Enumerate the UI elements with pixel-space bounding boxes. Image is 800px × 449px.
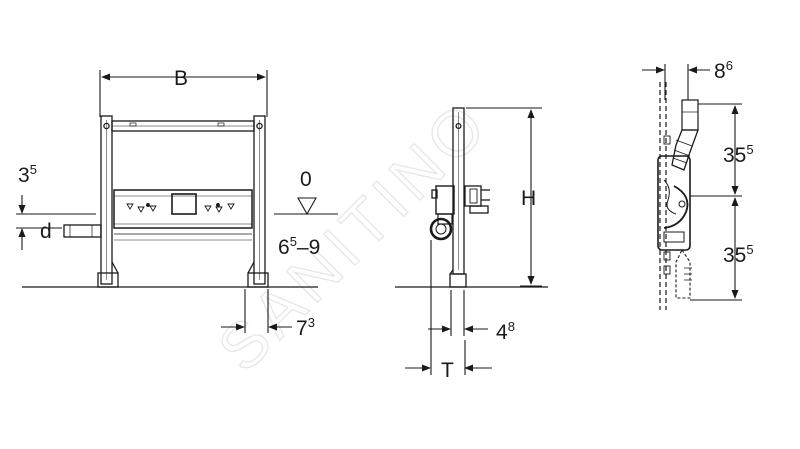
floor-level-triangle — [297, 197, 317, 216]
frame-left-foot — [97, 272, 119, 288]
offset-label: 35 — [18, 162, 37, 187]
detail-elbow — [671, 129, 699, 171]
detail-lower-label: 355 — [723, 242, 754, 267]
height-label: H — [521, 187, 536, 210]
pipe-diameter-label: d — [40, 220, 52, 243]
floor-level-label: 0 — [300, 168, 312, 191]
front-view — [22, 115, 318, 288]
foot-width-label: 73 — [296, 315, 315, 340]
frame-right-foot — [247, 272, 269, 288]
height-range-label: 65–9 — [278, 234, 320, 259]
detail-dimensions — [642, 64, 742, 301]
detail-top-pipe — [681, 99, 699, 131]
frame-right-post — [253, 115, 266, 285]
side-elbow — [429, 217, 453, 241]
center-drain-box — [171, 193, 197, 215]
detail-lower-pipe — [675, 248, 691, 299]
side-dimensions — [405, 107, 542, 375]
detail-trap — [663, 185, 689, 229]
width-label: B — [174, 67, 188, 90]
detail-upper-label: 355 — [723, 142, 754, 167]
detail-top-label: 86 — [714, 58, 733, 83]
detail-view — [657, 82, 699, 310]
side-foot-label: 48 — [496, 319, 515, 344]
front-dimensions — [16, 70, 338, 333]
detail-body — [657, 155, 691, 251]
side-foot — [449, 273, 467, 288]
frame-left-post — [100, 115, 113, 285]
mounting-plate — [113, 189, 253, 229]
drain-pipe — [63, 224, 102, 238]
depth-label: T — [441, 359, 454, 382]
side-view — [395, 107, 548, 288]
